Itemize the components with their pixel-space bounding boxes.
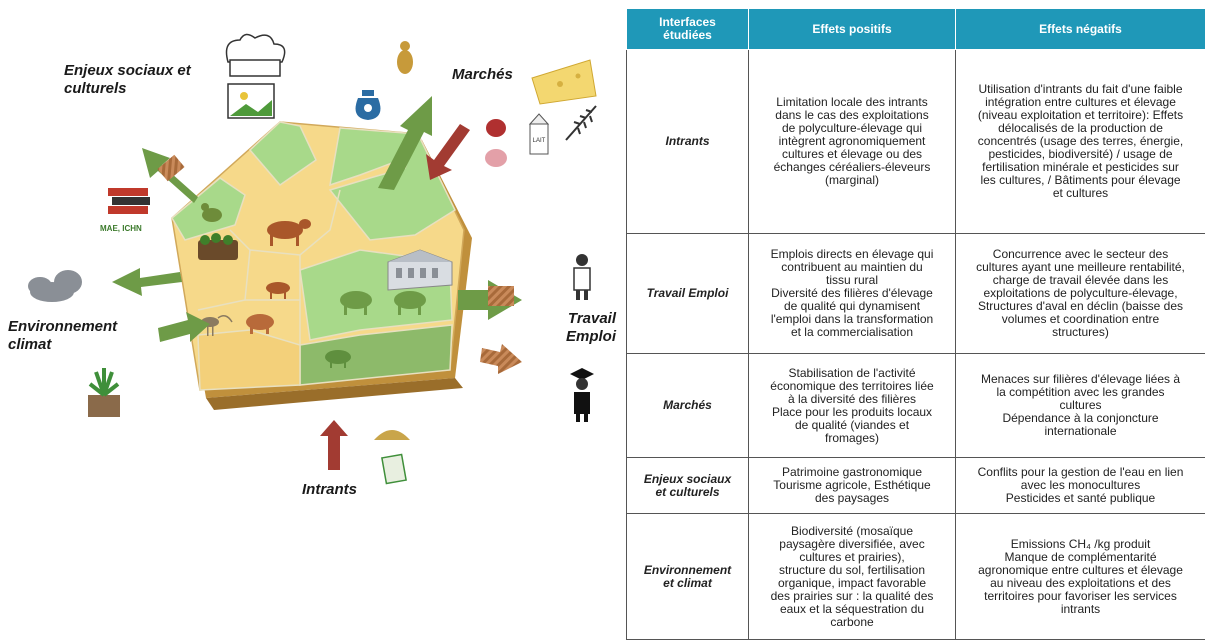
sheep-icon — [325, 350, 351, 368]
milk-label: LAIT — [533, 138, 546, 144]
cell-positive: Limitation locale des intrants dans le c… — [748, 49, 956, 234]
cell-negative: Menaces sur filières d'élevage liées à l… — [955, 353, 1205, 458]
cell-negative: Conflits pour la gestion de l'eau en lie… — [955, 457, 1205, 514]
cell-positive: Emplois directs en élevage qui contribue… — [748, 233, 956, 354]
worker-icon — [573, 254, 591, 300]
arrow-intrants-in — [320, 420, 348, 470]
label-enjeux: Enjeux sociaux et culturels — [64, 62, 191, 97]
produce-icon — [397, 41, 413, 74]
zone-green-top-right — [329, 127, 420, 187]
cell-positive: Patrimoine gastronomique Tourisme agrico… — [748, 457, 956, 514]
arrow-enjeux-stripes — [157, 154, 185, 182]
arrow-env-in — [158, 312, 210, 342]
table-row: Marchés Stabilisation de l'activité écon… — [626, 353, 1205, 458]
crops-icon — [198, 233, 238, 260]
row-label: Environnement et climat — [626, 513, 749, 640]
cloud-icon — [28, 270, 82, 302]
arrow-env-out — [112, 268, 182, 296]
table-row: Intrants Limitation locale des intrants … — [626, 49, 1205, 234]
table-row: Travail Emploi Emplois directs en élevag… — [626, 233, 1205, 354]
arrow-travail-out-2 — [480, 344, 522, 374]
label-marches: Marchés — [452, 66, 513, 83]
header-positive: Effets positifs — [748, 8, 956, 50]
cell-negative: Emissions CH₄ /kg produit Manque de comp… — [955, 513, 1205, 640]
row-label: Intrants — [626, 49, 749, 234]
arrow-marches-in — [426, 124, 470, 180]
meat-icon — [485, 119, 507, 167]
barn-icon — [387, 249, 453, 291]
arrow-travail-stripes — [488, 286, 514, 306]
label-mae: MAE, ICHN — [100, 224, 142, 233]
chef-hat-icon — [225, 33, 286, 77]
bird-icon — [201, 203, 222, 222]
wheat-icon — [565, 105, 597, 141]
cow-icon — [267, 219, 311, 246]
seed-bag-icon — [381, 453, 407, 485]
plant-soil-icon — [88, 368, 120, 417]
effects-table: Interfaces étudiées Effets positifs Effe… — [626, 8, 1205, 640]
graduate-icon — [570, 368, 594, 422]
cell-negative: Utilisation d'intrants du fait d'une fai… — [955, 49, 1205, 234]
label-intrants: Intrants — [302, 481, 358, 498]
cattle-icon — [340, 291, 426, 315]
pig-icon — [246, 314, 274, 334]
cell-positive: Biodiversité (mosaïque paysagère diversi… — [748, 513, 956, 640]
landscape-illustration: LAIT — [28, 33, 597, 485]
zone-green-top-left — [248, 121, 317, 187]
cow-icon-2 — [266, 282, 290, 299]
landscape-diagram: LAIT — [8, 33, 617, 498]
grain-pile-icon — [374, 430, 410, 440]
row-label: Travail Emploi — [626, 233, 749, 354]
arrow-marches-out — [378, 96, 432, 190]
zone-yellow-bottom-left — [197, 329, 301, 391]
label-travail: Travail Emploi — [566, 310, 617, 345]
row-label: Marchés — [626, 353, 749, 458]
money-bag-icon — [355, 90, 381, 120]
cell-positive: Stabilisation de l'activité économique d… — [748, 353, 956, 458]
header-interfaces: Interfaces étudiées — [626, 8, 749, 50]
table-row: Environnement et climat Biodiversité (mo… — [626, 513, 1205, 640]
books-icon — [108, 188, 150, 214]
table-header-row: Interfaces étudiées Effets positifs Effe… — [626, 8, 1205, 50]
cheese-icon — [531, 59, 597, 105]
landscape-picture-icon — [227, 83, 275, 119]
plateau-edge-right — [206, 378, 463, 410]
table-row: Enjeux sociaux et culturels Patrimoine g… — [626, 457, 1205, 514]
cell-negative: Concurrence avec le secteur des cultures… — [955, 233, 1205, 354]
label-environnement: Environnement climat — [8, 318, 118, 353]
milk-carton-icon: LAIT — [528, 113, 550, 155]
header-negative: Effets négatifs — [955, 8, 1205, 50]
row-label: Enjeux sociaux et culturels — [626, 457, 749, 514]
